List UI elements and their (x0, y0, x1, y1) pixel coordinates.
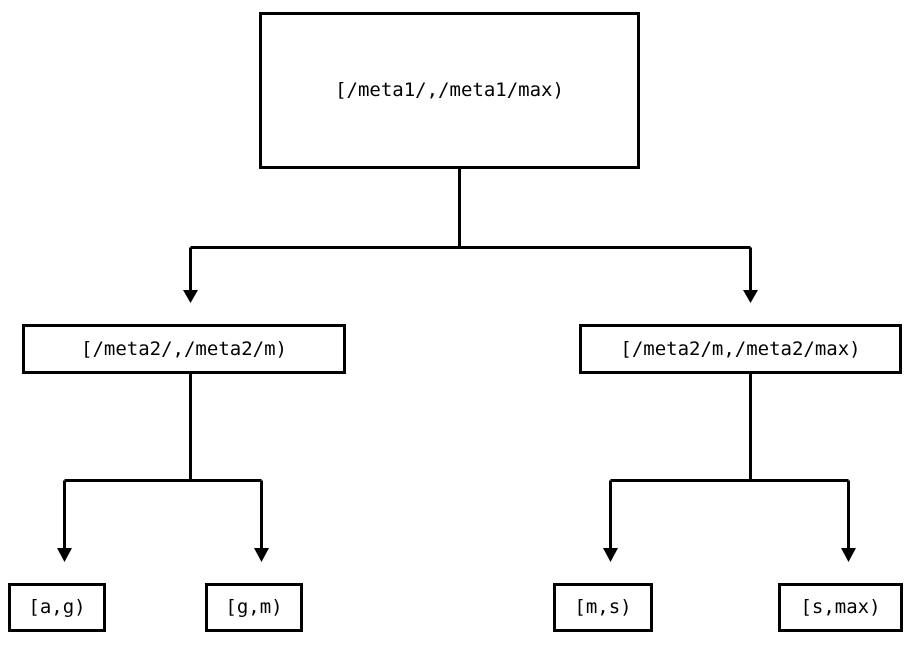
tree-node-meta2-low[interactable]: [/meta2/,/meta2/m) (22, 324, 346, 374)
tree-node-leaf-smax-label: [s,max) (800, 596, 881, 618)
tree-node-leaf-ag-label: [a,g) (28, 596, 86, 618)
tree-node-leaf-gm-label: [g,m) (225, 596, 283, 618)
tree-node-meta2-high-label: [/meta2/m,/meta2/max) (620, 337, 861, 360)
arrowhead-icon-leaf-gm (254, 548, 269, 562)
tree-node-root-label: [/meta1/,/meta1/max) (335, 79, 564, 101)
arrowhead-icon-meta2-low (183, 290, 198, 303)
tree-node-meta2-low-label: [/meta2/,/meta2/m) (81, 337, 287, 360)
arrowhead-icon-leaf-ms (603, 548, 618, 562)
tree-node-leaf-smax[interactable]: [s,max) (778, 583, 903, 632)
tree-node-leaf-gm[interactable]: [g,m) (205, 583, 303, 632)
tree-node-leaf-ms[interactable]: [m,s) (553, 583, 653, 632)
arrowhead-icon-leaf-smax (841, 548, 856, 562)
tree-node-meta2-high[interactable]: [/meta2/m,/meta2/max) (579, 324, 902, 374)
arrowhead-icon-leaf-ag (57, 548, 72, 562)
tree-node-leaf-ms-label: [m,s) (574, 596, 632, 618)
tree-node-leaf-ag[interactable]: [a,g) (8, 583, 106, 632)
arrowhead-icon-meta2-high (743, 290, 758, 303)
tree-node-root[interactable]: [/meta1/,/meta1/max) (259, 12, 640, 169)
